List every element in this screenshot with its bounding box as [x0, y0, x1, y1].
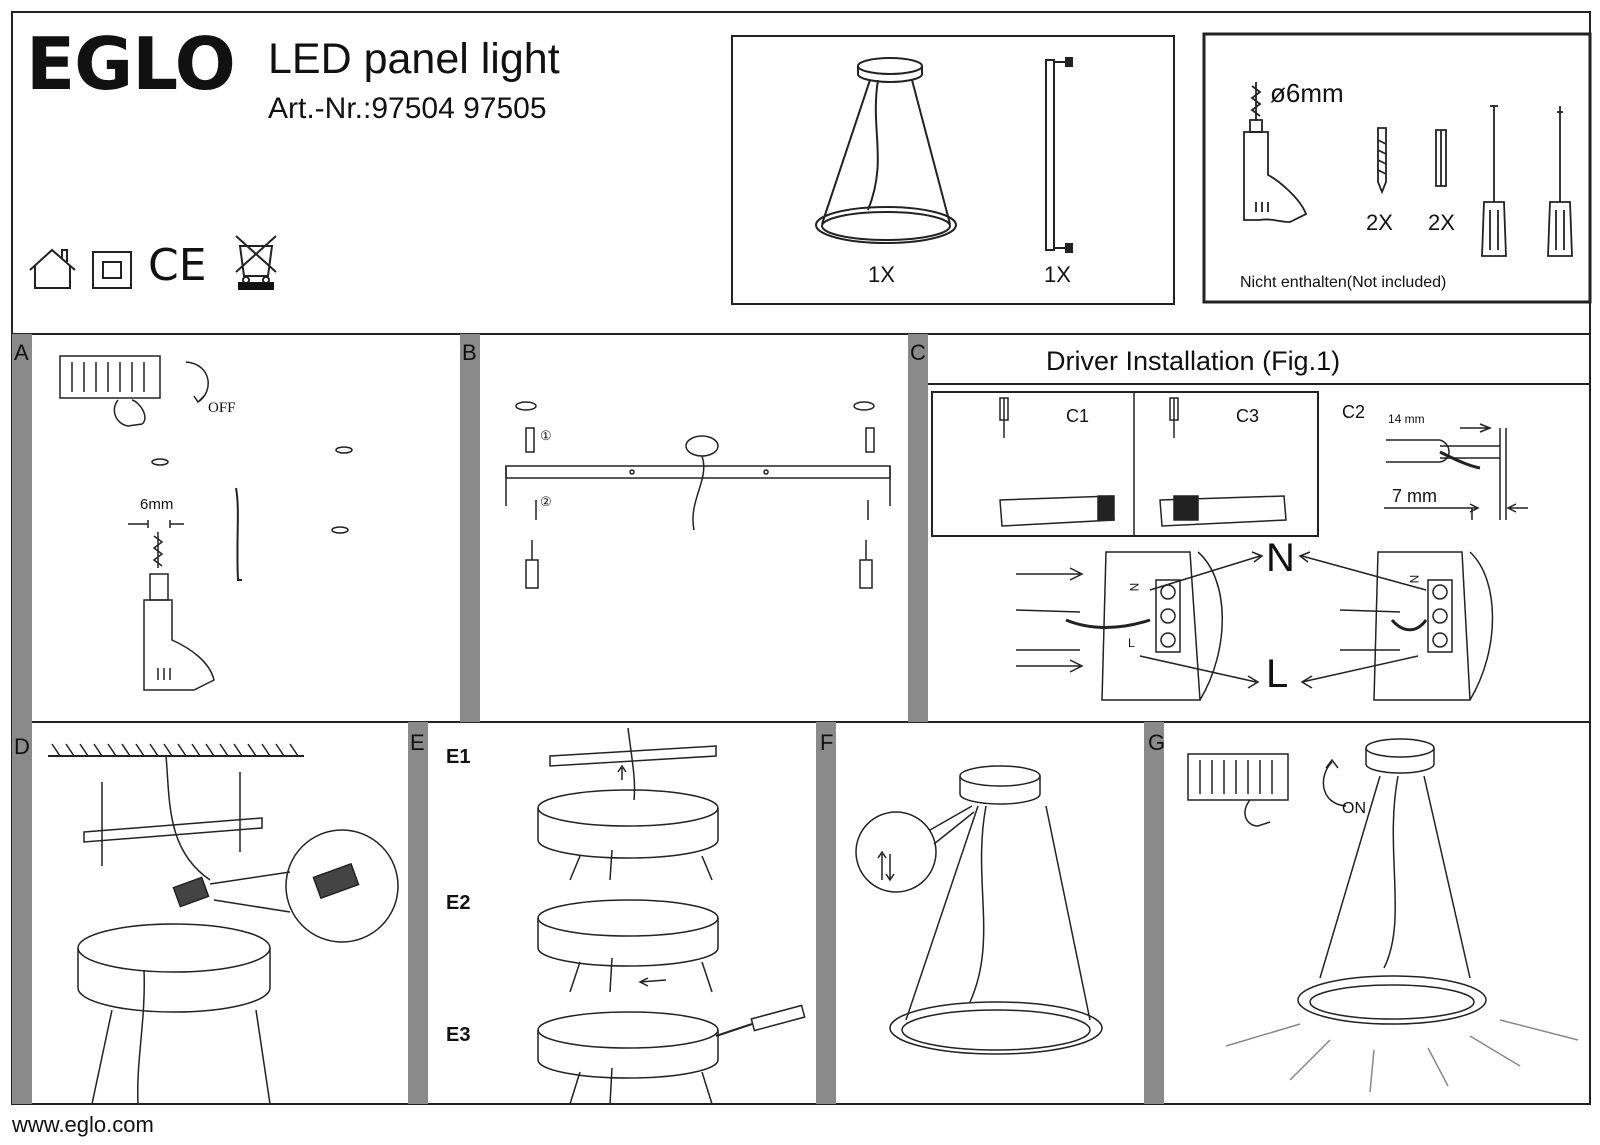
driver-box-c3	[1159, 495, 1287, 527]
hand-icon-g	[1244, 799, 1271, 827]
on-label: ON	[1342, 800, 1366, 817]
mark-two: ②	[540, 494, 552, 509]
c1-c3-box	[931, 391, 1319, 537]
article-values: 97504 97505	[371, 92, 547, 125]
mark-one: ①	[540, 428, 552, 443]
step-c-drawing	[928, 383, 1590, 701]
flat-screwdriver-icon	[1481, 105, 1507, 257]
driver-box-c1	[999, 495, 1115, 527]
step-f-drawing	[855, 765, 1103, 1055]
terminal-n-mark: N	[1127, 582, 1142, 592]
step-f-letter: F	[820, 730, 834, 755]
screw-icon	[1377, 127, 1387, 195]
screw-quantity: 2X	[1366, 210, 1393, 235]
step-d-letter: D	[14, 734, 30, 759]
step-a-letter: A	[14, 340, 29, 365]
drill-icon	[1243, 82, 1308, 223]
e1-label: E1	[446, 746, 471, 768]
ceiling-hatch	[51, 743, 299, 757]
pendant-lamp-icon	[815, 57, 957, 244]
hand-icon	[113, 399, 146, 427]
driver-installation-title: Driver Installation (Fig.1)	[1046, 346, 1341, 376]
article-number: Art.-Nr.:97504 97505	[268, 94, 547, 124]
tools-box	[1202, 32, 1592, 304]
arrow-up-icon	[1322, 758, 1347, 807]
not-included-note: Nicht enthalten(Not included)	[1240, 274, 1447, 291]
cable-icon	[235, 487, 242, 581]
e3-label: E3	[446, 1024, 471, 1046]
step-b-sidebar	[460, 334, 480, 722]
off-label: OFF	[208, 400, 236, 416]
step-d-drawing	[48, 743, 399, 1105]
step-g-sidebar	[1144, 722, 1164, 1104]
ce-mark: CE	[148, 240, 207, 291]
weee-bin-icon	[238, 245, 274, 277]
c1-label: C1	[1066, 406, 1090, 426]
plug-quantity: 2X	[1428, 210, 1455, 235]
bracket-quantity: 1X	[1044, 262, 1071, 287]
terminal-l-mark: L	[1128, 636, 1135, 650]
arrow-down-icon	[185, 361, 209, 404]
step-e-drawing	[537, 727, 806, 1105]
neutral-label: N	[1266, 536, 1295, 580]
terminal-n-mark-2: N	[1407, 574, 1422, 584]
step-b-drawing	[505, 401, 891, 589]
step-g-letter: G	[1148, 730, 1166, 755]
page-frame	[11, 11, 1591, 1105]
step-g-drawing	[1187, 738, 1579, 1093]
bracket-drawing	[505, 465, 891, 479]
c2-label: C2	[1342, 402, 1366, 422]
step-b-letter: B	[462, 340, 477, 365]
breaker-box-icon	[59, 355, 161, 399]
pendant-quantity: 1X	[868, 262, 895, 287]
drill-bit-size: 6mm	[140, 496, 174, 513]
class-ii-icon	[92, 251, 132, 289]
contents-box	[731, 35, 1175, 305]
e2-label: E2	[446, 892, 471, 914]
step-e-sidebar	[408, 722, 428, 1104]
drill-body	[143, 599, 215, 691]
website-link[interactable]: www.eglo.com	[12, 1112, 154, 1137]
article-prefix: Art.-Nr.:	[268, 92, 372, 125]
breaker-box-icon-g	[1187, 753, 1289, 801]
step-c-letter: C	[910, 340, 926, 365]
step-d-sidebar	[12, 722, 32, 1104]
strip-length-7mm: 7 mm	[1392, 486, 1437, 506]
bracket-drawing-d	[83, 817, 263, 843]
house-icon	[29, 248, 76, 289]
step-a-sidebar	[12, 334, 32, 722]
drill-size-label: ø6mm	[1270, 78, 1344, 108]
brand-logo: EGLO	[26, 22, 236, 106]
product-title: LED panel light	[268, 35, 560, 83]
step-c-sidebar	[908, 334, 928, 722]
live-label: L	[1266, 652, 1289, 696]
step-e-letter: E	[410, 730, 425, 755]
step-a-drawing	[59, 355, 353, 691]
driver-box-d	[172, 876, 210, 908]
screwdriver-e3	[750, 1004, 806, 1032]
wall-plug-icon	[1435, 129, 1447, 187]
strip-length-14mm: 14 mm	[1388, 412, 1425, 426]
c3-label: C3	[1236, 406, 1260, 426]
phillips-screwdriver-icon	[1547, 106, 1573, 257]
step-f-sidebar	[816, 722, 836, 1104]
mounting-bracket-icon	[1045, 57, 1073, 253]
